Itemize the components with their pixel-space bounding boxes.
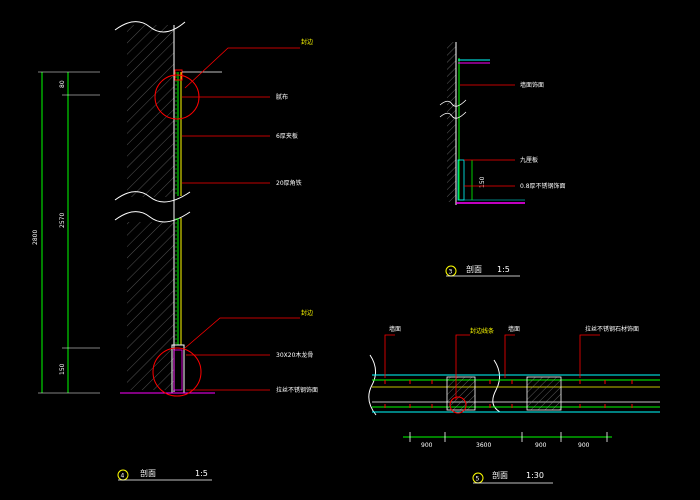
break-line-mid-lower [114, 211, 191, 223]
br-detail-circle [449, 396, 467, 414]
br-column-2 [526, 376, 562, 411]
br-callout-1: 墙面 [389, 325, 401, 333]
tr-dim-text: 150 [479, 176, 486, 188]
dim-text-top: 80 [59, 80, 66, 88]
left-title: 剖面 [140, 468, 156, 478]
tr-marker-number: 3 [449, 269, 453, 276]
leader-1 [184, 47, 300, 89]
br-ticks [384, 380, 633, 408]
dim-text-mid: 2570 [59, 213, 66, 228]
tr-callout-3: 0.8厚不锈钢饰面 [520, 182, 566, 190]
tr-title: 剖面 [466, 264, 482, 274]
left-wall-upper [127, 25, 174, 197]
callout-left-7: 拉丝不锈钢饰面 [276, 386, 318, 394]
tr-callout-2: 九厘板 [520, 156, 538, 164]
tr-break-2 [439, 111, 467, 119]
br-dim-ticks [409, 432, 608, 442]
tr-break-1 [439, 99, 467, 107]
break-line-mid-upper [114, 191, 191, 203]
left-wall-lower [127, 222, 174, 390]
br-callout-2: 封边线条 [470, 327, 494, 335]
br-dim-3: 900 [535, 442, 547, 449]
br-scale: 1:30 [526, 471, 544, 480]
left-scale: 1:5 [195, 469, 208, 478]
base-inner [173, 349, 183, 391]
callout-left-3: 6厚夹板 [276, 132, 298, 140]
callout-left-1: 封边 [301, 38, 313, 46]
callout-left-4: 20厚角铁 [276, 179, 302, 187]
tr-callout-1: 墙面饰面 [520, 81, 544, 89]
br-callout-3: 墙面 [508, 325, 520, 333]
br-leader-4 [579, 334, 600, 378]
callout-left-5: 封边 [301, 309, 313, 317]
br-marker-number: 5 [476, 476, 480, 483]
br-title: 剖面 [492, 470, 508, 480]
br-dim-1: 900 [421, 442, 433, 449]
dim-text-total: 2800 [32, 230, 39, 245]
left-section: 2800 2570 80 150 封边 腻布 6厚夹板 20厚角铁 封边 30X… [32, 21, 318, 481]
left-marker-number: 4 [121, 473, 125, 480]
br-leader-3 [504, 334, 515, 378]
dim-text-bottom: 150 [59, 363, 66, 375]
tr-wall-hatch [447, 42, 456, 202]
callout-left-2: 腻布 [276, 93, 288, 101]
top-right-section: 150 墙面饰面 九厘板 0.8厚不锈钢饰面 3 剖面 1:5 [439, 42, 566, 277]
detail-circle-bottom [152, 347, 202, 397]
leader-5 [184, 317, 300, 349]
br-callout-4: 拉丝不锈钢石材饰面 [585, 325, 639, 333]
br-break-left [368, 354, 377, 416]
br-column-1 [446, 376, 476, 411]
br-leader-2 [455, 334, 470, 400]
br-leader-1 [384, 334, 395, 378]
br-dim-2: 3600 [476, 442, 491, 449]
bottom-right-section: 墙面 封边线条 墙面 拉丝不锈钢石材饰面 900 3600 900 900 5 … [368, 325, 660, 484]
tr-scale: 1:5 [497, 265, 510, 274]
br-dim-4: 900 [578, 442, 590, 449]
br-break-mid [492, 359, 501, 413]
callout-left-6: 30X20木龙骨 [276, 351, 313, 359]
